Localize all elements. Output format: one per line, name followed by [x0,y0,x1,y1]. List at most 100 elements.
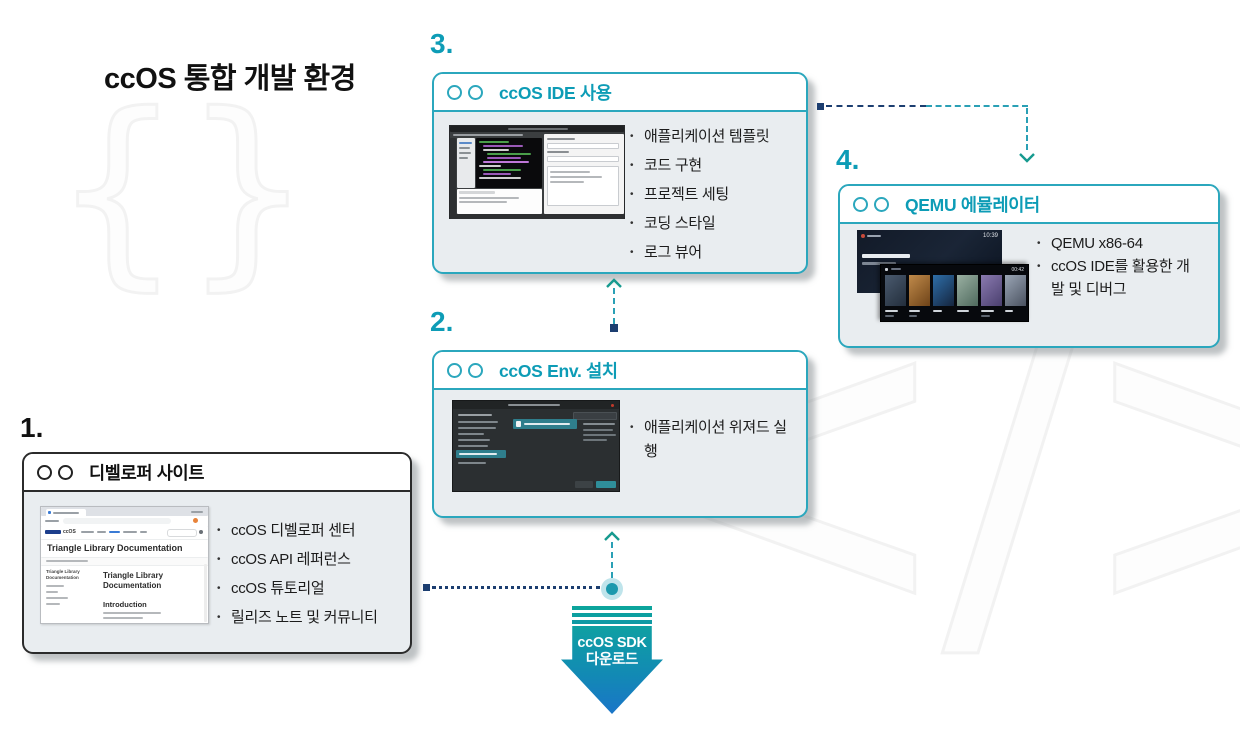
sdk-download-label-line2: 다운로드 [585,652,639,668]
description-line-bar [583,429,613,431]
step2-title: ccOS Env. 설치 [499,360,618,381]
app-tile [933,275,954,306]
bullet-item: 코딩 스타일 [629,209,797,238]
tree-item-bar [459,142,472,144]
tile-label-bar [981,310,994,312]
download-arrow-stripe [572,620,652,624]
bullet-item: 프로젝트 세팅 [629,180,797,209]
page-title: ccOS 통합 개발 환경 [104,63,356,96]
description-line-bar [583,423,615,425]
bullet-item: 애플리케이션 템플릿 [629,122,797,151]
tile-sublabel-bar [909,315,917,317]
step4-card-header: QEMU 에뮬레이터 [840,186,1218,224]
code-line-bar [487,153,531,155]
connector-line-3-4 [1026,108,1028,150]
step3-card: ccOS IDE 사용 [432,72,808,274]
ide-statusbar [450,214,624,219]
step2-card-header: ccOS Env. 설치 [434,352,806,390]
tree-item-bar [459,157,468,159]
app-tile [885,275,906,306]
sidebar-link-bar [46,585,64,587]
step4-card: QEMU 에뮬레이터 10:39 00:42 [838,184,1220,348]
connector-start-square [817,103,824,110]
ide-title-text-bar [508,128,568,130]
sidebar-link-bar [46,597,68,599]
nav-menu-bar [81,531,94,533]
greeting-sub-text-bar [862,262,896,265]
status-text-bar [867,235,881,237]
window-circle-icon [874,196,889,212]
ide-screenshot [449,125,625,219]
window-circle-icon [853,196,868,212]
form-label-bar [547,138,575,140]
status-text-bar [891,268,901,270]
window-circle-icon [468,362,483,378]
step4-title: QEMU 에뮬레이터 [905,194,1040,215]
sidebar-item-bar [458,445,488,447]
code-line-bar [479,141,509,143]
breadcrumb-band [41,557,208,566]
code-line-bar [483,161,529,163]
window-circle-icon [468,84,483,100]
step2-bullet-list: 애플리케이션 위져드 실행 [629,416,791,464]
file-icon [516,421,521,427]
search-icon [199,530,203,534]
sidebar-selected-text-bar [459,453,497,455]
step2-number: 2. [430,306,454,337]
preview-line-bar [550,171,590,173]
url-bar [63,518,171,524]
connector-start-square [610,324,618,332]
tile-label-bar [885,310,898,312]
bullet-item: 릴리즈 노트 및 커뮤니티 [216,603,402,632]
sidebar-doc-title: Triangle Library Documentation [46,569,80,580]
sidebar-link-bar [46,591,58,593]
body-text-bar [103,612,161,614]
nav-menu-bar [109,531,120,533]
package-text-bar [524,423,570,425]
tree-item-bar [459,152,471,154]
section-heading: Introduction [103,600,147,609]
form-field [547,143,619,149]
tile-label-bar [957,310,969,312]
site-search-box [167,529,197,537]
cancel-button [575,481,593,488]
tile-sublabel-bar [981,315,990,317]
sidebar-item-bar [458,433,484,435]
code-line-bar [483,149,509,151]
step1-number: 1. [20,412,44,443]
sidebar-item-bar [458,462,486,464]
nav-arrows-icon [45,520,59,522]
form-label-bar [547,151,569,153]
step1-card-header: 디벨로퍼 사이트 [24,454,410,492]
sidebar-item-bar [458,427,496,429]
description-line-bar [583,439,607,441]
preview-line-bar [550,176,602,178]
ide-project-tree [457,138,475,188]
step1-bullet-list: ccOS 디벨로퍼 센터 ccOS API 레퍼런스 ccOS 튜토리얼 릴리즈… [216,516,402,632]
console-line-bar [459,201,507,203]
code-line-bar [487,157,521,159]
breadcrumb-bar [46,560,88,562]
close-icon [611,404,614,407]
ide-menubar-bar [453,134,523,136]
preview-line-bar [550,181,584,183]
emulator-launcher-screen: 00:42 [880,264,1029,322]
download-arrow-stripe [572,606,652,610]
emulator-screenshot: 10:39 00:42 [853,228,1029,334]
sidebar-item-bar [458,439,490,441]
scrollbar[interactable] [204,564,207,622]
connector-line-1-2 [432,586,600,589]
tile-label-bar [1005,310,1013,312]
sidebar-item-bar [458,414,492,416]
sdk-download-label-line1: ccOS SDK [577,635,647,651]
step1-title: 디벨로퍼 사이트 [89,462,205,483]
bullet-item: QEMU x86-64 [1036,232,1196,255]
window-circle-icon [37,464,52,480]
bullet-item: 코드 구현 [629,151,797,180]
code-line-bar [483,145,523,147]
tile-label-bar [933,310,942,312]
form-field [547,156,619,162]
tile-label-bar [909,310,920,312]
clock-text: 10:39 [982,233,998,239]
